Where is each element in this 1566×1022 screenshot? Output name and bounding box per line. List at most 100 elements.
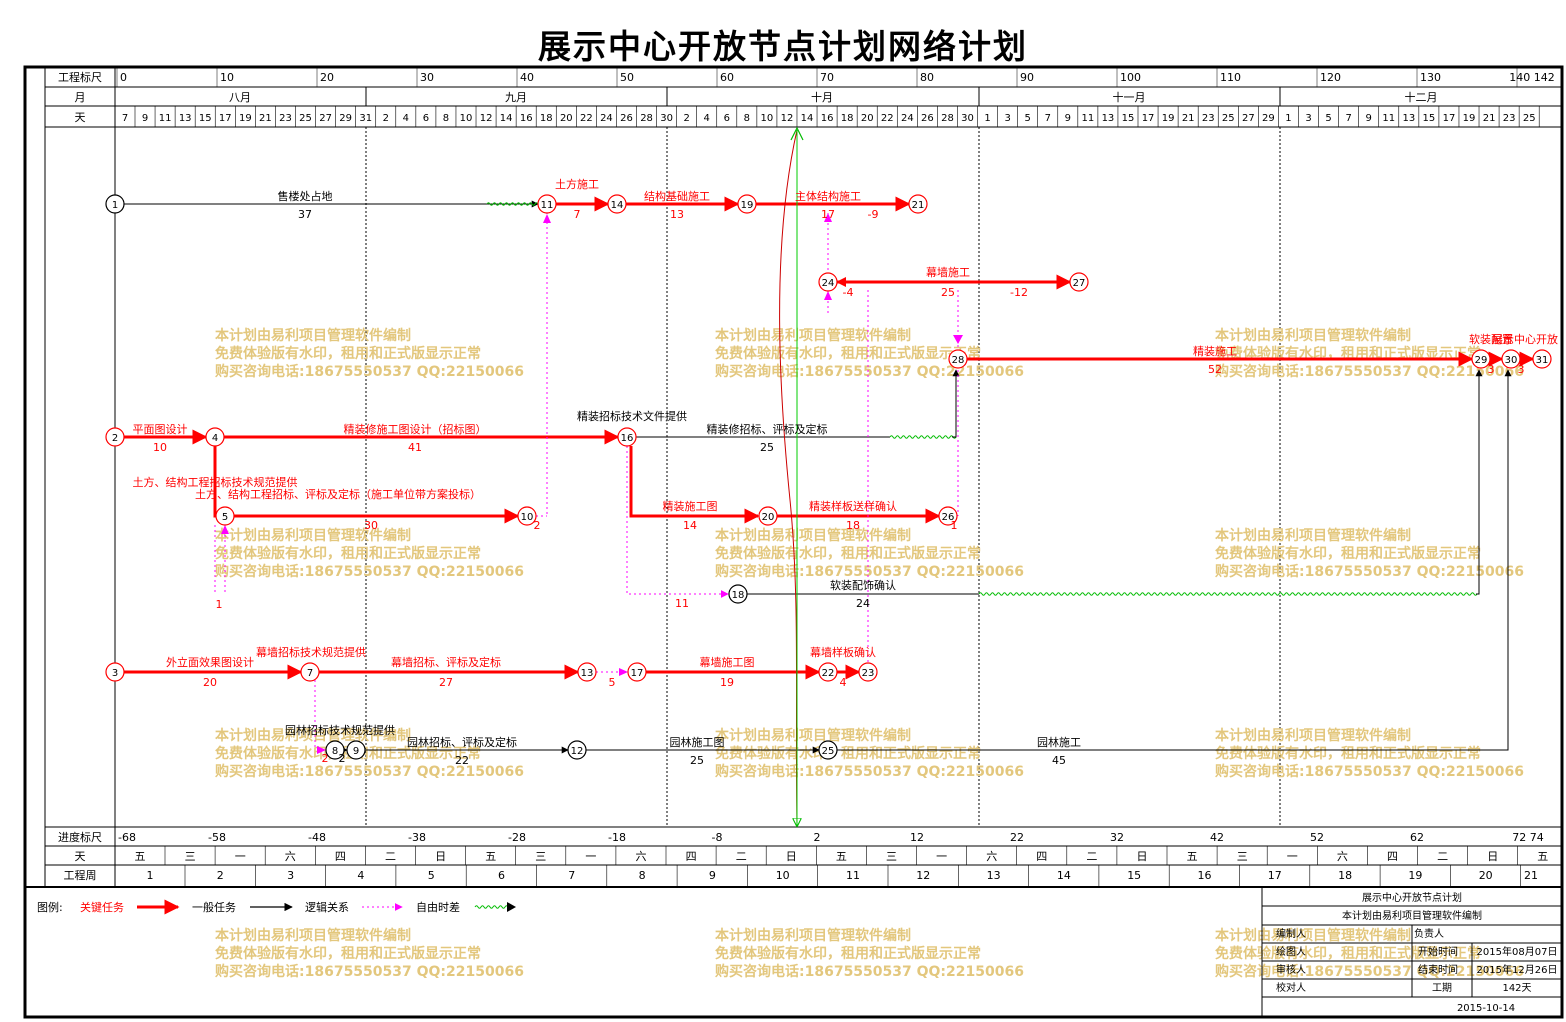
arrowhead [507, 902, 516, 912]
activity-label: 园林施工图 [670, 735, 725, 749]
tb-end-value: 2015年12月26日 [1477, 963, 1558, 976]
activity-label: 20 [203, 676, 217, 689]
scale-top-label: 工程标尺 [58, 70, 102, 84]
day-number: 30 [961, 113, 974, 124]
logic-line [1475, 369, 1483, 595]
day-number: 9 [1366, 113, 1372, 124]
event-node [205, 427, 225, 447]
tb-date: 2015-10-14 [1457, 1003, 1515, 1014]
event-node [1471, 349, 1491, 369]
day-number: 14 [500, 113, 513, 124]
progress-label: 进度标尺 [58, 830, 102, 844]
day-number: 26 [620, 113, 633, 124]
activity-label: 园林招标技术规范提供 [285, 723, 395, 737]
activity-label: 精装施工 [1193, 345, 1237, 358]
activity-label: 精装修施工图设计（招标图） [344, 422, 487, 436]
day-number: 16 [821, 113, 834, 124]
top-tick-label: 0 [120, 71, 127, 84]
day-number: 4 [403, 113, 409, 124]
progress-tick: 22 [1010, 831, 1024, 844]
activity-label: 22 [455, 754, 469, 767]
week-number: 13 [987, 869, 1001, 882]
event-node-number: 8 [332, 746, 338, 757]
activity-labels: 售楼处占地37土方施工7结构基础施工13主体结构施工17-9幕墙施工25-12-… [133, 177, 1559, 767]
free-float-wave [486, 202, 542, 206]
weekday: 五 [135, 850, 146, 863]
day-number: 14 [801, 113, 814, 124]
event-node-number: 22 [822, 668, 835, 679]
weekday: 二 [1086, 850, 1097, 863]
weekday: 四 [1387, 850, 1398, 863]
weekday: 六 [636, 850, 647, 863]
tb-duration-label: 工期 [1432, 982, 1452, 994]
progress-tick: 42 [1210, 831, 1224, 844]
legend-logic-label: 逻辑关系 [305, 900, 349, 914]
event-node [567, 740, 587, 760]
activity-label: 园林施工 [1037, 735, 1081, 749]
weekday: 五 [485, 850, 496, 863]
activity-label: 软装配饰确认 [830, 578, 896, 592]
weekday: 五 [1187, 850, 1198, 863]
activity-label: 11 [675, 597, 689, 610]
logic-dotted [626, 446, 729, 598]
weekday: 五 [1537, 850, 1548, 863]
top-tick-label: 70 [820, 71, 834, 84]
activity-label: 45 [1052, 754, 1066, 767]
watermark-text: 本计划由易利项目管理软件编制 [715, 527, 911, 544]
week-number: 6 [498, 869, 505, 882]
day-label: 天 [75, 111, 86, 124]
event-node [1532, 349, 1552, 369]
event-node-number: 23 [862, 668, 875, 679]
day-number: 2 [683, 113, 689, 124]
week-number: 18 [1338, 869, 1352, 882]
tb-editor: 编制人 [1276, 927, 1306, 940]
watermarks: 本计划由易利项目管理软件编制免费体验版有水印，租用和正式版显示正常购买咨询电话:… [215, 327, 1524, 980]
progress-tick: 12 [910, 831, 924, 844]
day-number: 12 [781, 113, 794, 124]
activity-label: 1 [951, 519, 958, 532]
activity-arrows [124, 126, 1535, 826]
day-number: 24 [600, 113, 613, 124]
week-number: 11 [846, 869, 860, 882]
event-node-number: 25 [822, 746, 835, 757]
arrowhead [824, 291, 832, 300]
activity-label: 园林招标、评标及定标 [407, 735, 517, 749]
day-number: 18 [841, 113, 854, 124]
activity-label: 土方施工 [555, 177, 599, 191]
day-number: 22 [881, 113, 894, 124]
tb-duration-value: 142天 [1502, 983, 1531, 994]
activity-label: -4 [843, 286, 854, 299]
logic-line [952, 369, 960, 438]
activity-label: -12 [1010, 286, 1028, 299]
day-number: 15 [1423, 113, 1436, 124]
weekday: 二 [1437, 850, 1448, 863]
activity-label: 7 [574, 208, 581, 221]
event-node-number: 13 [581, 668, 594, 679]
day-number: 24 [901, 113, 914, 124]
day-number: 28 [941, 113, 954, 124]
week-number: 1 [147, 869, 154, 882]
weekday: 四 [1036, 850, 1047, 863]
event-node-number: 18 [732, 590, 745, 601]
tb-owner: 负责人 [1414, 927, 1444, 940]
activity-label: 37 [298, 208, 312, 221]
top-tick-label: 120 [1320, 71, 1341, 84]
activity-label: 土方、结构工程招标、评标及定标（施工单位带方案投标） [195, 487, 481, 501]
activity-label: 1 [216, 598, 223, 611]
day-number: 7 [1045, 113, 1051, 124]
day-number: 8 [443, 113, 449, 124]
week-number: 20 [1479, 869, 1493, 882]
watermark-text: 购买咨询电话:18675550537 QQ:22150066 [715, 763, 1024, 780]
day-number: 9 [1065, 113, 1071, 124]
arrowhead [619, 668, 628, 676]
watermark-text: 本计划由易利项目管理软件编制 [1215, 327, 1411, 344]
activity-label: 土方、结构工程招标技术规范提供 [133, 475, 298, 489]
week-number: 9 [709, 869, 716, 882]
event-node [577, 662, 597, 682]
event-node [938, 506, 958, 526]
top-tick-label: 20 [320, 71, 334, 84]
watermark-text: 购买咨询电话:18675550537 QQ:22150066 [1215, 363, 1524, 380]
event-node-number: 9 [353, 746, 359, 757]
activity-label: 10 [153, 441, 167, 454]
